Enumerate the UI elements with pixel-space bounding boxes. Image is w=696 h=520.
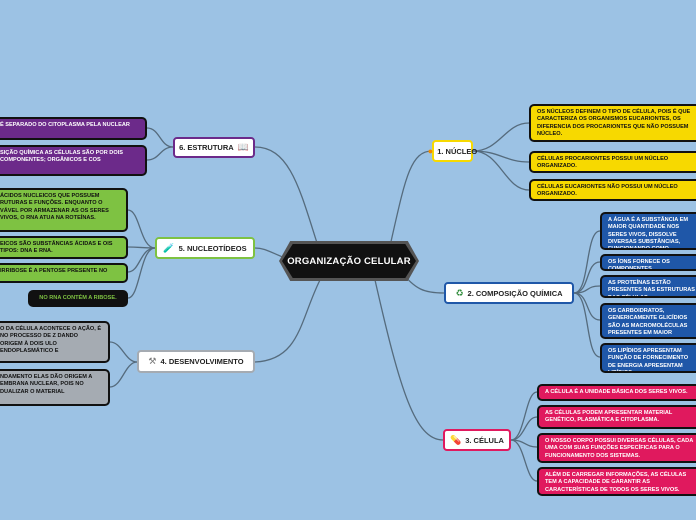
leaf-nucleotideos-2[interactable]: EICOS SÃO SUBSTÂNCIAS ÁCIDAS E OIS TIPOS… bbox=[0, 236, 128, 259]
central-topic-label: ORGANIZAÇÃO CELULAR bbox=[287, 255, 411, 267]
leaf-celula-1[interactable]: A CÉLULA É A UNIDADE BÁSICA DOS SERES VI… bbox=[537, 384, 696, 401]
branch-estrutura[interactable]: 6. ESTRUTURA 📖 bbox=[173, 137, 255, 158]
branch-composicao-label: 2. COMPOSIÇÃO QUÍMICA bbox=[467, 288, 563, 298]
leaf-celula-2[interactable]: AS CÉLULAS PODEM APRESENTAR MATERIAL GEN… bbox=[537, 405, 696, 429]
leaf-estrutura-2[interactable]: SIÇÃO QUÍMICA AS CÉLULAS SÃO POR DOIS CO… bbox=[0, 145, 147, 176]
leaf-celula-4[interactable]: ALÉM DE CARREGAR INFORMAÇÕES, AS CÉLULAS… bbox=[537, 467, 696, 496]
leaf-nucleo-2[interactable]: CÉLULAS PROCARIONTES POSSUI UM NÚCLEO OR… bbox=[529, 151, 696, 173]
branch-composicao[interactable]: ♻ 2. COMPOSIÇÃO QUÍMICA bbox=[444, 282, 574, 304]
leaf-celula-3[interactable]: O NOSSO CORPO POSSUI DIVERSAS CÉLULAS, C… bbox=[537, 433, 696, 463]
branch-estrutura-label: 6. ESTRUTURA bbox=[179, 143, 234, 152]
leaf-nucleotideos-4[interactable]: NO RNA CONTÉM A RIBOSE. bbox=[28, 290, 128, 307]
leaf-nucleo-1[interactable]: OS NÚCLEOS DEFINEM O TIPO DE CÉLULA, POI… bbox=[529, 104, 696, 142]
leaf-composicao-2[interactable]: OS ÍONS FORNECE OS COMPONENTES bbox=[600, 254, 696, 271]
central-topic[interactable]: ORGANIZAÇÃO CELULAR bbox=[282, 244, 416, 278]
tools-icon: ⚒ bbox=[148, 356, 157, 366]
recycle-icon: ♻ bbox=[455, 287, 464, 298]
leaf-nucleotideos-3[interactable]: IRRIBOSE É A PENTOSE PRESENTE NO bbox=[0, 263, 128, 283]
branch-nucleo[interactable]: ● 1. NÚCLEO bbox=[428, 140, 477, 162]
branch-nucleo-label: 1. NÚCLEO bbox=[437, 146, 478, 156]
leaf-composicao-3[interactable]: AS PROTEÍNAS ESTÃO PRESENTES NAS ESTRUTU… bbox=[600, 275, 696, 298]
leaf-nucleotideos-1[interactable]: ÁCIDOS NUCLEICOS QUE POSSUEM RUTURAS E F… bbox=[0, 188, 128, 232]
branch-celula-label: 3. CÉLULA bbox=[465, 435, 504, 445]
leaf-composicao-5[interactable]: OS LIPÍDIOS APRESENTAM FUNÇÃO DE FORNECI… bbox=[600, 343, 696, 373]
test-tube-icon: 🧪 bbox=[163, 242, 175, 253]
branch-nucleotideos[interactable]: 🧪 5. NUCLEOTÍDEOS bbox=[155, 237, 255, 259]
orange-circle-icon: ● bbox=[427, 145, 434, 156]
leaf-composicao-4[interactable]: OS CARBOIDRATOS, GENERICAMENTE GLICÍDIOS… bbox=[600, 303, 696, 339]
branch-celula[interactable]: 💊 3. CÉLULA bbox=[443, 429, 511, 451]
book-icon: 📖 bbox=[237, 142, 249, 152]
leaf-desenvolvimento-1[interactable]: O DA CÉLULA ACONTECE O AÇÃO, É NO PROCES… bbox=[0, 321, 110, 363]
leaf-estrutura-1[interactable]: É SEPARADO DO CITOPLASMA PELA NUCLEAR bbox=[0, 117, 147, 140]
leaf-composicao-1[interactable]: A ÁGUA É A SUBSTÂNCIA EM MAIOR QUANTIDAD… bbox=[600, 212, 696, 250]
branch-desenvolvimento[interactable]: ⚒ 4. DESENVOLVIMENTO bbox=[137, 350, 255, 373]
capsule-icon: 💊 bbox=[450, 434, 462, 445]
leaf-nucleo-3[interactable]: CÉLULAS EUCARIONTES NÃO POSSUI UM NÚCLEO… bbox=[529, 179, 696, 201]
branch-nucleotideos-label: 5. NUCLEOTÍDEOS bbox=[178, 243, 247, 253]
branch-desenvolvimento-label: 4. DESENVOLVIMENTO bbox=[160, 357, 244, 366]
leaf-desenvolvimento-2[interactable]: NDAMENTO ELAS DÃO ORIGEM A EMBRANA NUCLE… bbox=[0, 369, 110, 406]
